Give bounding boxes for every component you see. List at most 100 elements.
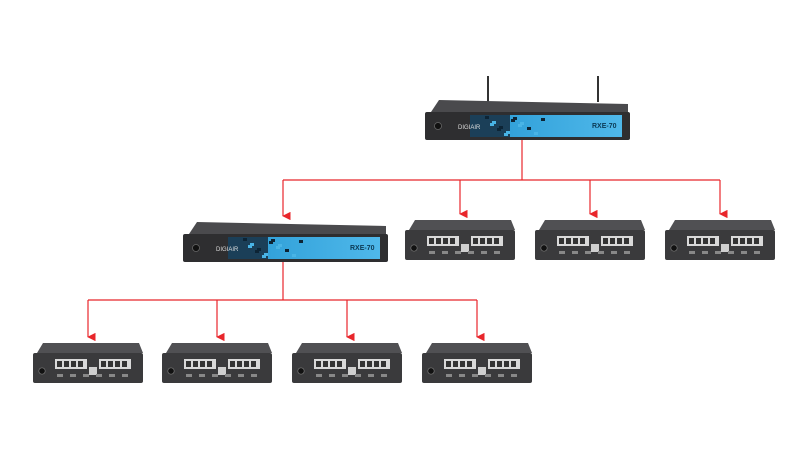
receiver-unit-receiver-g bbox=[422, 343, 532, 383]
control-button bbox=[585, 251, 591, 254]
panel-speckle bbox=[518, 124, 522, 127]
display-digit bbox=[473, 238, 478, 244]
display-digit bbox=[747, 238, 752, 244]
control-button bbox=[355, 374, 361, 377]
panel-speckle bbox=[243, 238, 247, 241]
display-digit bbox=[122, 361, 127, 367]
receiver-unit-receiver-a bbox=[405, 220, 515, 260]
panel-speckle bbox=[264, 253, 268, 256]
panel-speckle bbox=[269, 241, 273, 244]
model-label: RXE-70 bbox=[350, 245, 375, 252]
display-digit bbox=[580, 238, 585, 244]
display-digit bbox=[429, 238, 434, 244]
receiver-top bbox=[426, 343, 532, 353]
receiver-top bbox=[166, 343, 272, 353]
display-digit bbox=[450, 238, 455, 244]
display-digit bbox=[78, 361, 83, 367]
connector-lines bbox=[87, 140, 728, 342]
display-digit bbox=[230, 361, 235, 367]
power-button-icon bbox=[167, 367, 175, 375]
control-button bbox=[459, 374, 465, 377]
panel-speckle bbox=[511, 119, 515, 122]
display-digit bbox=[497, 361, 502, 367]
control-button bbox=[468, 251, 474, 254]
display-digit bbox=[480, 238, 485, 244]
display-digit bbox=[64, 361, 69, 367]
display-digit bbox=[446, 361, 451, 367]
panel-speckle bbox=[257, 248, 261, 251]
control-button bbox=[368, 374, 374, 377]
panel-speckle bbox=[504, 133, 508, 136]
panel-speckle bbox=[499, 126, 503, 129]
power-button-icon bbox=[670, 244, 678, 252]
display-digit bbox=[251, 361, 256, 367]
receiver-unit-receiver-b bbox=[535, 220, 645, 260]
display-digit bbox=[467, 361, 472, 367]
display-digit bbox=[381, 361, 386, 367]
panel-speckle bbox=[497, 128, 501, 131]
indicator-light bbox=[461, 244, 469, 252]
display-panel bbox=[495, 115, 622, 137]
receiver-top bbox=[37, 343, 143, 353]
panel-speckle bbox=[255, 250, 259, 253]
control-button bbox=[741, 251, 747, 254]
control-button bbox=[212, 374, 218, 377]
display-digit bbox=[101, 361, 106, 367]
display-digit bbox=[71, 361, 76, 367]
display-digit bbox=[559, 238, 564, 244]
control-button bbox=[122, 374, 128, 377]
display-digit bbox=[207, 361, 212, 367]
display-digit bbox=[453, 361, 458, 367]
control-button bbox=[57, 374, 63, 377]
control-button bbox=[455, 251, 461, 254]
control-button bbox=[485, 374, 491, 377]
panel-speckle bbox=[527, 127, 531, 130]
panel-speckle bbox=[292, 254, 296, 257]
display-digit bbox=[754, 238, 759, 244]
receiver-top bbox=[669, 220, 775, 230]
panel-speckle bbox=[534, 132, 538, 135]
control-button bbox=[754, 251, 760, 254]
display-digit bbox=[244, 361, 249, 367]
display-digit bbox=[710, 238, 715, 244]
display-digit bbox=[617, 238, 622, 244]
display-digit bbox=[374, 361, 379, 367]
control-button bbox=[611, 251, 617, 254]
control-button bbox=[381, 374, 387, 377]
panel-speckle bbox=[513, 117, 517, 120]
control-button bbox=[689, 251, 695, 254]
display-digit bbox=[610, 238, 615, 244]
display-digit bbox=[573, 238, 578, 244]
control-button bbox=[472, 374, 478, 377]
power-button-icon bbox=[192, 244, 200, 252]
receiver-unit-receiver-e bbox=[162, 343, 272, 383]
display-digit bbox=[330, 361, 335, 367]
brand-label: DIGIAIR bbox=[458, 125, 481, 131]
power-button-icon bbox=[38, 367, 46, 375]
control-button bbox=[251, 374, 257, 377]
control-button bbox=[429, 251, 435, 254]
control-button bbox=[728, 251, 734, 254]
display-digit bbox=[460, 361, 465, 367]
receiver-top bbox=[539, 220, 645, 230]
display-digit bbox=[603, 238, 608, 244]
control-button bbox=[238, 374, 244, 377]
receiver-unit-receiver-f bbox=[292, 343, 402, 383]
display-digit bbox=[115, 361, 120, 367]
power-button-icon bbox=[410, 244, 418, 252]
display-digit bbox=[237, 361, 242, 367]
display-digit bbox=[511, 361, 516, 367]
control-button bbox=[494, 251, 500, 254]
display-digit bbox=[337, 361, 342, 367]
control-button bbox=[715, 251, 721, 254]
panel-speckle bbox=[262, 255, 266, 258]
display-digit bbox=[367, 361, 372, 367]
power-button-icon bbox=[427, 367, 435, 375]
indicator-light bbox=[218, 367, 226, 375]
display-panel bbox=[253, 237, 380, 259]
display-digit bbox=[57, 361, 62, 367]
display-digit bbox=[316, 361, 321, 367]
display-digit bbox=[193, 361, 198, 367]
display-digit bbox=[490, 361, 495, 367]
